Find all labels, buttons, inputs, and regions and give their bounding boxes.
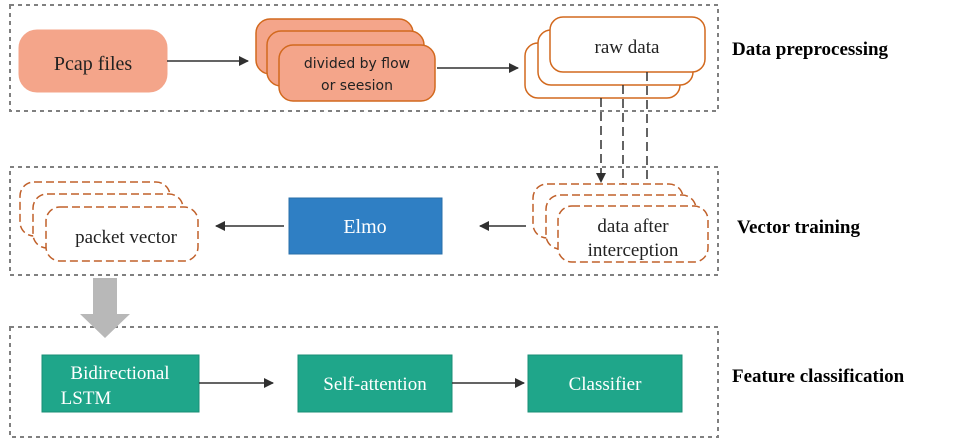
section-label-vector-training: Vector training: [737, 217, 860, 238]
elmo-node: [288, 197, 443, 255]
classifier-label: Classifier: [569, 374, 642, 395]
self-attention-node: [297, 354, 453, 413]
data-after-label-line1: data after: [597, 216, 669, 237]
packet-vector-node: [45, 206, 199, 262]
packet-vector-label: packet vector: [75, 227, 177, 248]
elmo-label: Elmo: [343, 216, 386, 238]
section-label-data-preprocessing: Data preprocessing: [732, 39, 889, 60]
classifier-node: [527, 354, 683, 413]
bilstm-label-line2: LSTM: [61, 388, 112, 409]
self-attention-label: Self-attention: [323, 374, 427, 395]
bilstm-label-line1: Bidirectional: [70, 363, 169, 384]
raw-data-node: [549, 16, 706, 73]
grey-down-arrow: [80, 278, 130, 338]
section-vector-training: [9, 166, 719, 276]
section-label-feature-classification: Feature classification: [732, 366, 905, 387]
raw-data-label: raw data: [595, 37, 660, 58]
section-feature-classification: [9, 326, 719, 438]
divided-label-line1: divided by flow: [304, 56, 410, 72]
section-data-preprocessing: [9, 4, 719, 112]
divided-node: [278, 44, 436, 102]
data-after-label-line2: interception: [588, 240, 679, 261]
pcap-files-label: Pcap files: [54, 53, 133, 75]
divided-label-line2: or seesion: [321, 78, 393, 94]
data-after-node: [557, 205, 709, 263]
